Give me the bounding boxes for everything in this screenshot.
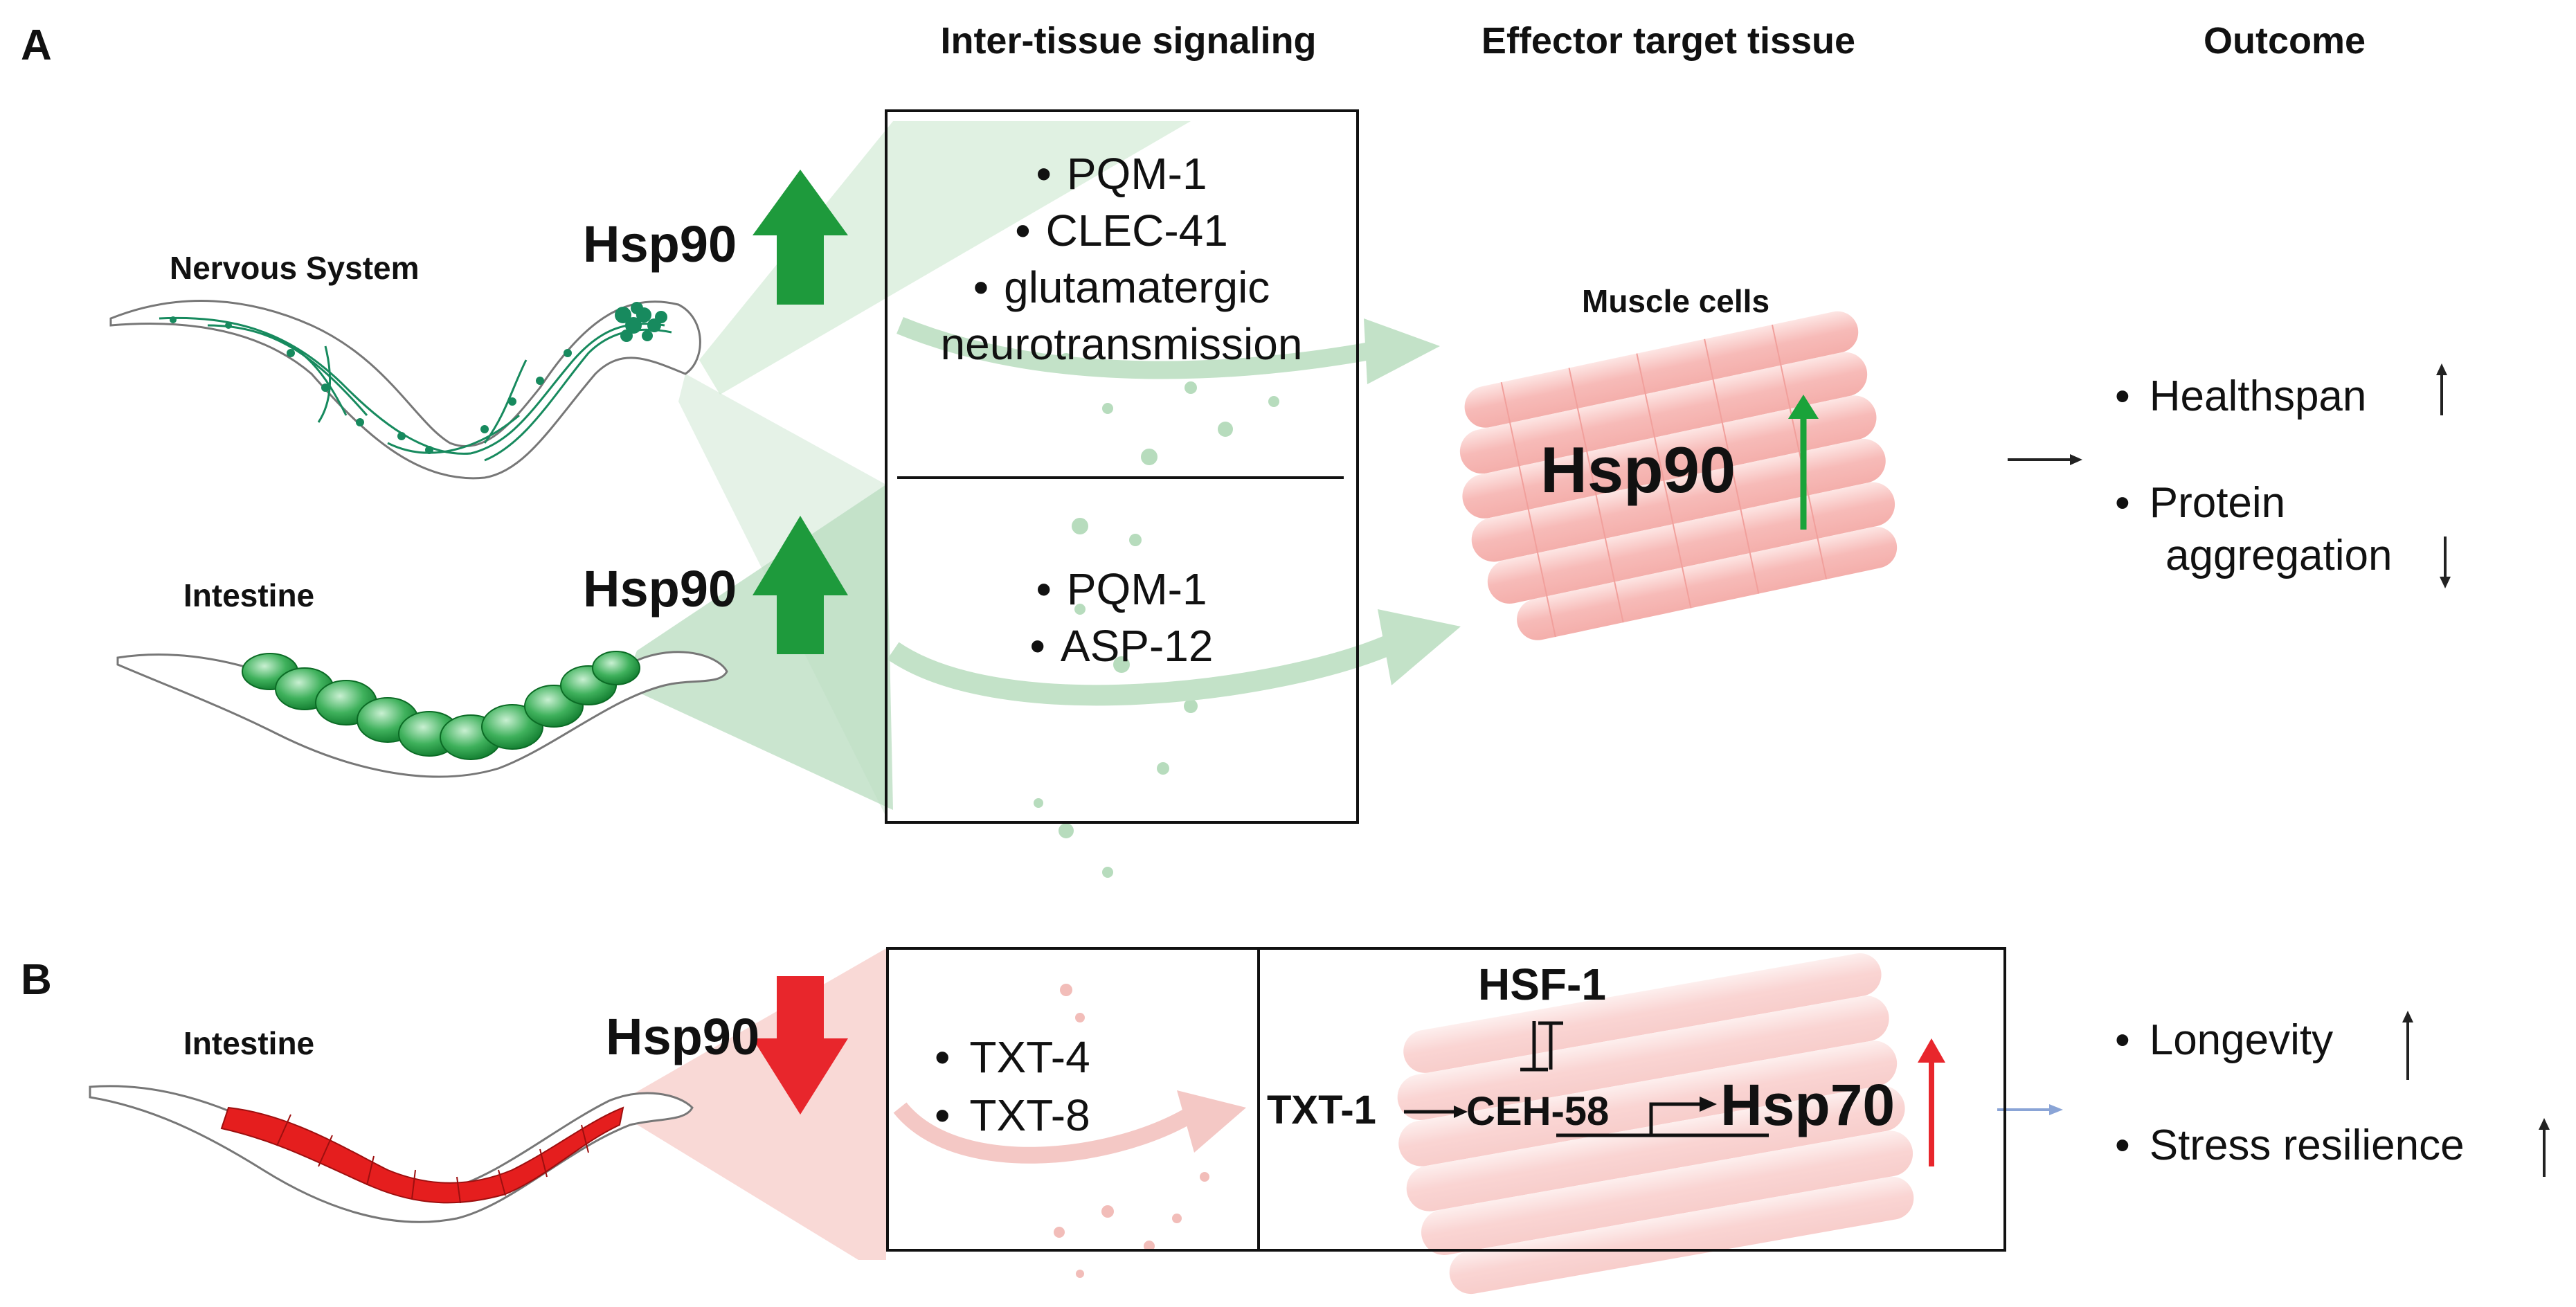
hsp90-down-arrow-red	[753, 976, 848, 1115]
outcome-arrow-b	[1997, 1104, 2063, 1115]
effector-box-b	[1257, 947, 2006, 1252]
signal-arrow-b	[893, 1090, 1246, 1164]
outcome-arrow-a	[2008, 454, 2082, 465]
panel-b-letter: B	[21, 956, 52, 1004]
signal-item: CLEC-41	[890, 202, 1353, 259]
intestine-worm-green	[116, 651, 728, 778]
signal-item: PQM-1	[890, 561, 1353, 618]
signal-dots-b	[1054, 984, 1209, 1278]
signaling-box-divider	[897, 476, 1344, 479]
hsp90-label-intestine: Hsp90	[583, 560, 737, 618]
hsp90-label-nervous: Hsp90	[583, 215, 737, 273]
hsp90-label-b: Hsp90	[606, 1008, 760, 1065]
signal-item: ASP-12	[890, 618, 1353, 674]
outcome-stress-resilience: Stress resilience	[2115, 1119, 2465, 1172]
header-effector-target-tissue: Effector target tissue	[1481, 20, 1856, 62]
intestine-label-b: Intestine	[183, 1025, 315, 1061]
nervous-system-worm	[109, 300, 701, 480]
outcome-protein: Protein	[2115, 477, 2393, 530]
hsf1-label: HSF-1	[1478, 959, 1606, 1009]
nervous-signals-list: PQM-1 CLEC-41 glutamatergic neurotransmi…	[890, 145, 1353, 372]
signal-item: TXT-8	[935, 1086, 1090, 1144]
signal-item-continuation: neurotransmission	[940, 319, 1303, 369]
healthspan-up-arrow	[2436, 363, 2447, 415]
outcomes-list-a: Healthspan Protein aggregation	[2115, 370, 2393, 582]
outcome-longevity: Longevity	[2115, 1014, 2465, 1067]
aggregation-down-arrow	[2440, 537, 2451, 588]
pathway-arrows-b	[1404, 1021, 1769, 1137]
hsp70-label: Hsp70	[1720, 1072, 1895, 1137]
outcome-healthspan: Healthspan	[2115, 370, 2393, 423]
nervous-system-label: Nervous System	[170, 250, 420, 286]
signal-item: glutamatergic	[890, 259, 1353, 316]
signal-item: TXT-4	[935, 1028, 1090, 1086]
intestine-signals-list: PQM-1 ASP-12	[890, 561, 1353, 674]
muscle-cells-label: Muscle cells	[1582, 283, 1770, 319]
outcomes-list-b: Longevity Stress resilience	[2115, 1014, 2465, 1172]
muscle-up-arrow-green	[1788, 395, 1819, 530]
hsp90-up-arrow-intestine	[753, 516, 848, 654]
muscle-cells-b	[1397, 953, 1914, 1295]
signals-list-b: TXT-4 TXT-8	[935, 1028, 1090, 1144]
header-outcome: Outcome	[2203, 20, 2366, 62]
stress-resilience-up-arrow	[2539, 1118, 2550, 1177]
ceh58-label: CEH-58	[1466, 1089, 1610, 1134]
txt1-label: TXT-1	[1267, 1088, 1376, 1133]
hsp90-up-arrow-nervous	[753, 170, 848, 305]
panel-a-letter: A	[21, 21, 52, 69]
outcome-aggregation: aggregation	[2165, 532, 2393, 579]
signaling-box-a	[885, 109, 1359, 824]
muscle-cells-a	[1459, 311, 1898, 640]
intestine-label-a: Intestine	[183, 577, 315, 613]
hsp70-up-arrow-red	[1918, 1038, 1945, 1166]
header-inter-tissue-signaling: Inter-tissue signaling	[940, 20, 1317, 62]
intestine-worm-red	[89, 1085, 694, 1223]
muscle-hsp90-label: Hsp90	[1540, 433, 1736, 506]
signal-item: PQM-1	[890, 145, 1353, 202]
